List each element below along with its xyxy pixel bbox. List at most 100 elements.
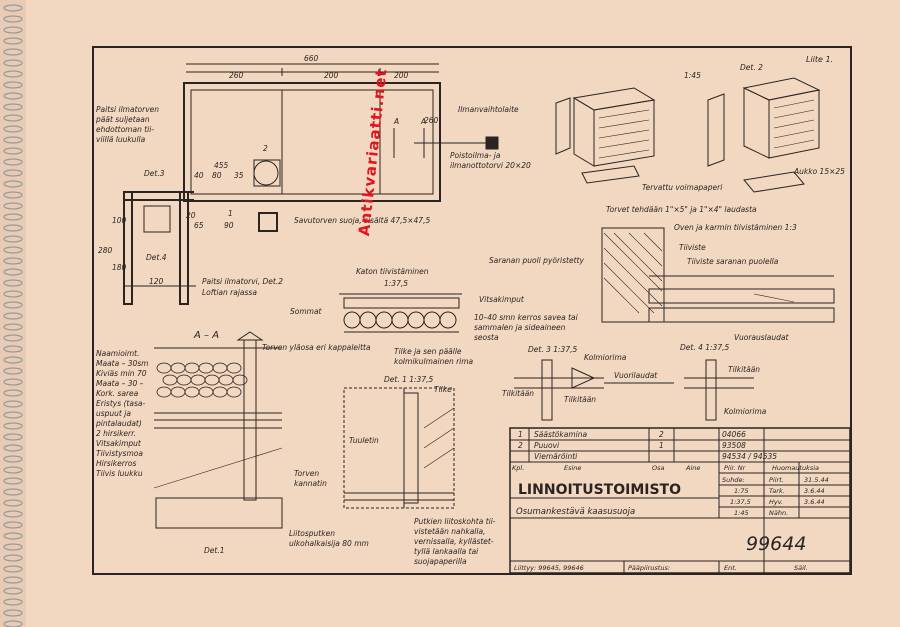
note-paitsi2-2: Loftian rajassa xyxy=(202,288,257,297)
dim-w90: 90 xyxy=(224,221,234,230)
putken-4: tyllä lankaalla tai xyxy=(414,547,479,556)
putken-1: Putkien liitoskohta tii- xyxy=(414,517,496,526)
det3-det4 xyxy=(514,359,754,421)
layer-label: Naamioimt. xyxy=(96,349,140,358)
aukko-label: Aukko 15×25 xyxy=(793,167,845,176)
marker-2: 2 xyxy=(263,144,268,153)
section-aa-title: A – A xyxy=(193,330,219,341)
layer-label: Vitsakimput xyxy=(96,439,142,448)
arrow-a-right: A xyxy=(420,117,426,126)
note-det4: Det.4 xyxy=(146,253,167,262)
dim-h100: 100 xyxy=(112,216,127,225)
putken-3: vernissalla, kyllästet- xyxy=(414,537,494,546)
dim-d3: 200 xyxy=(394,71,409,80)
tb-scale-2: 1:37,5 xyxy=(730,498,751,506)
note-det3: Det.3 xyxy=(144,169,165,178)
torven-kannatin-1: Torven xyxy=(294,469,319,478)
hdr-esine: Esine xyxy=(564,464,581,472)
layer-label: Tiivistysmoa xyxy=(96,449,143,458)
dim-total: 660 xyxy=(304,54,319,63)
putken-2: vistetään nahkalla, xyxy=(414,527,485,536)
drawing-sheet: Liite 1. 660 260 200 200 455 40 80 35 26… xyxy=(92,46,852,575)
det3-tilki-b: Tilkitään xyxy=(564,395,596,404)
tb-hyv: Hyv. xyxy=(769,498,783,506)
layer-label: Maata – 30sm xyxy=(96,359,148,368)
layer-label: Kiviäs min 70 xyxy=(96,369,147,378)
parts-cell-kpl: 1 xyxy=(518,430,523,439)
note-paitsi-3: ehdottoman tii- xyxy=(96,125,154,134)
hdr-huom: Huomautuksia xyxy=(772,464,819,472)
det2-label: Det. 2 xyxy=(740,63,763,72)
tb-suhde: Suhde: xyxy=(722,476,745,484)
det4-title: Det. 4 1:37,5 xyxy=(680,343,729,352)
dim-d1: 260 xyxy=(229,71,244,80)
dim-v4: 35 xyxy=(234,171,244,180)
marker-1: 1 xyxy=(228,209,233,218)
det1-tuuletin: Tuuletin xyxy=(349,436,379,445)
tiiviste-saranan: Tiiviste saranan puolella xyxy=(687,257,779,266)
hdr-aine: Aine xyxy=(685,464,700,472)
parts-cell-esine: Puuovi xyxy=(534,441,560,450)
tb-nahn: Nähn. xyxy=(769,509,788,517)
dim-w120: 120 xyxy=(149,277,164,286)
section-a-a xyxy=(153,331,283,529)
tilke-1: Tilke ja sen päälle xyxy=(394,347,462,356)
layer-label: uspuut ja xyxy=(96,409,131,418)
tb-tark: Tark. xyxy=(769,487,785,495)
tb-scale-1: 1:75 xyxy=(734,487,749,495)
det4-tilki: Tilkitään xyxy=(728,365,760,374)
vitsakimput-label: Vitsakimput xyxy=(479,295,525,304)
drawing-number: 99644 xyxy=(746,533,806,555)
tb-paapiirustus: Pääpiirustus: xyxy=(628,564,670,572)
putken-5: suojapaperilla xyxy=(414,557,467,566)
floor-plan xyxy=(123,63,499,305)
dim-d2: 200 xyxy=(324,71,339,80)
torvet-label: Torvet tehdään 1"×5" ja 1"×4" laudasta xyxy=(606,205,757,214)
parts-cell-osa: 2 xyxy=(659,430,664,439)
det3-vuori: Vuorilaudat xyxy=(614,371,658,380)
tilke-2: kolmikulmainen rima xyxy=(394,357,474,366)
subject-title: Osumankestävä kaasusuoja xyxy=(516,507,635,517)
dim-h180: 180 xyxy=(112,263,127,272)
hdr-osa: Osa xyxy=(652,464,665,472)
tervattu-label: Tervattu voimapaperi xyxy=(642,183,723,192)
liitos-2: ulkohalkaisija 80 mm xyxy=(289,539,369,548)
sommat-label: Sommat xyxy=(290,307,323,316)
note-savutorvi: Savutorven suoja, sisältä 47,5×47,5 xyxy=(294,216,430,225)
det1-title: Det. 1 1:37,5 xyxy=(384,375,433,384)
tb-date-1: 31.5.44 xyxy=(804,476,829,484)
note-paitsi-4: viillä luukulla xyxy=(96,135,146,144)
parts-cell-piir: 93508 xyxy=(722,441,746,450)
savea-2: sammalen ja sideaineen xyxy=(474,323,566,332)
note-poisto-2: ilmanottotorvi 20×20 xyxy=(450,161,531,170)
layer-label: Maata – 30 – xyxy=(96,379,144,388)
vuorauslaudat: Vuorauslaudat xyxy=(734,333,789,342)
dim-v2: 40 xyxy=(194,171,204,180)
det1-tilke: Tilke xyxy=(434,385,452,394)
saranan-puoli: Saranan puoli pyöristetty xyxy=(489,256,584,265)
savea-3: seosta xyxy=(474,333,499,342)
roof-sealing-detail xyxy=(339,293,462,333)
tb-sail: Säil. xyxy=(794,564,808,572)
tb-piirt: Piirt. xyxy=(769,476,784,484)
scale-1-45: 1:45 xyxy=(684,71,701,80)
dim-w20: 20 xyxy=(186,211,196,220)
torven-ylaosa: Torven yläosa eri kappaleitta xyxy=(262,343,371,352)
oven-title: Oven ja karmin tiivistäminen 1:3 xyxy=(674,223,797,232)
note-poisto-1: Poistoilma- ja xyxy=(450,151,501,160)
note-paitsi-2: päät suljetaan xyxy=(95,115,150,124)
layer-label: pintalaudat) xyxy=(95,419,142,428)
layer-label: Hirsikerros xyxy=(96,459,137,468)
tb-liittyy: Liittyy: 99645, 99646 xyxy=(514,564,584,572)
note-ilmanvaihto: Ilmanvaihtolaite xyxy=(458,105,519,114)
tiiviste-label: Tiiviste xyxy=(679,243,706,252)
layer-label: Tiivis luukku xyxy=(96,469,143,478)
parts-cell-kpl: 2 xyxy=(518,441,523,450)
parts-cell-piir: 94534 / 94535 xyxy=(722,452,777,461)
note-paitsi-1: Paitsi ilmatorven xyxy=(96,105,159,114)
liitos-1: Liitosputken xyxy=(289,529,335,538)
parts-cell-esine: Säästökamina xyxy=(534,430,587,439)
dim-h280: 280 xyxy=(98,246,113,255)
dim-h260: 260 xyxy=(424,116,439,125)
